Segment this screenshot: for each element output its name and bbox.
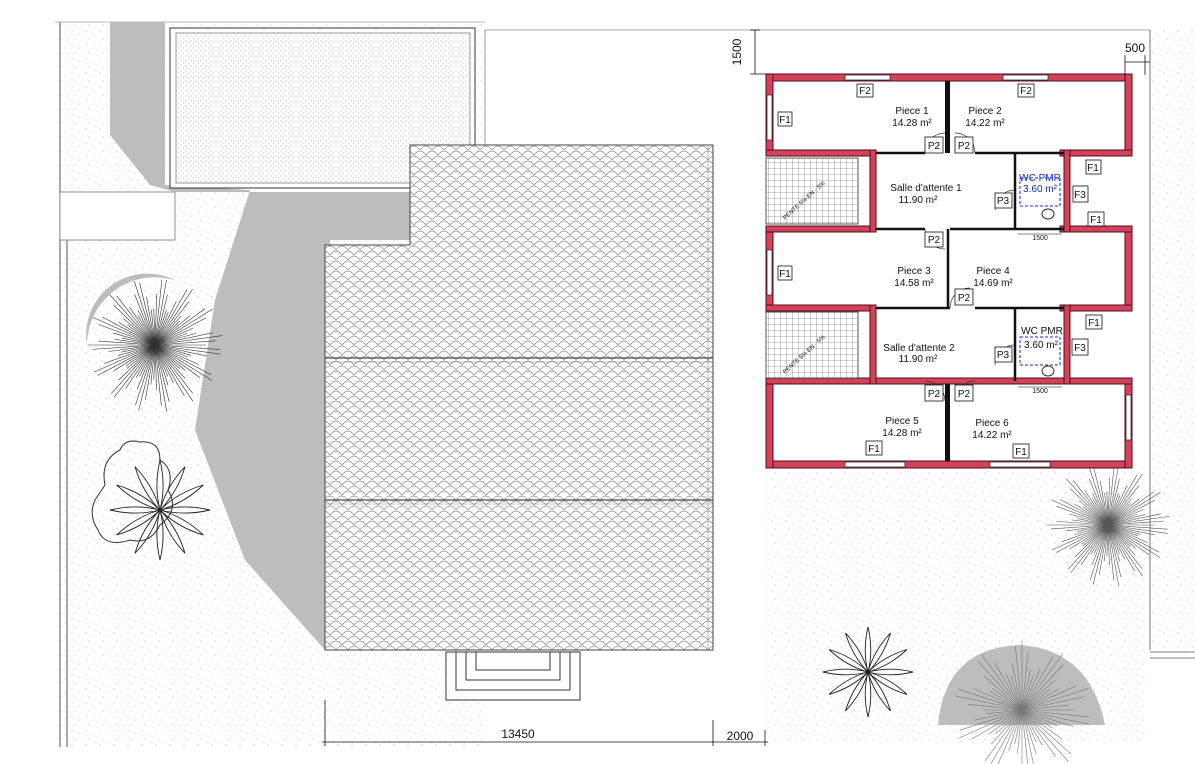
wc1-area: 3.60 m² — [1023, 184, 1058, 195]
tag-p2-f: P2 — [958, 389, 971, 400]
tag-f1-f: F1 — [868, 444, 880, 455]
divider-top — [945, 81, 950, 153]
dimension-lines — [322, 29, 1150, 746]
wc2-toilet — [1041, 365, 1055, 377]
tag-p2-e: P2 — [928, 389, 941, 400]
tree-left-large — [86, 273, 223, 412]
right-garden — [484, 29, 1195, 743]
tag-f1-e: F1 — [1088, 318, 1100, 329]
salle1-name: Salle d'attente 1 — [890, 183, 962, 194]
tag-p2-c: P2 — [928, 235, 941, 246]
palm-right — [822, 626, 914, 718]
piece5-area: 14.28 m² — [882, 428, 922, 439]
tree-shadow — [86, 273, 176, 345]
tag-p3-a: P3 — [997, 196, 1010, 207]
tag-boxes — [777, 83, 1105, 459]
tree-right-bottom — [955, 640, 1090, 764]
palm-left — [109, 459, 211, 561]
tag-f2-a: F2 — [859, 86, 871, 97]
piece6-name: Piece 6 — [975, 418, 1009, 429]
dim-wc-2: 1500 — [1032, 388, 1048, 395]
interior-walls — [876, 151, 1064, 381]
salle2-name: Salle d'attente 2 — [883, 343, 955, 354]
salle2-area: 11.90 m² — [899, 354, 938, 365]
roof — [324, 144, 714, 651]
tag-p2-a: P2 — [928, 141, 941, 152]
wc2-zone — [1019, 336, 1061, 366]
dim-1500-top: 1500 — [730, 38, 744, 65]
piece1-area: 14.28 m² — [892, 118, 932, 129]
ramp-2 — [765, 311, 859, 379]
windows — [766, 74, 1132, 468]
piece3-area: 14.58 m² — [894, 278, 934, 289]
floor-plan: PENTE 5% EN - 5% PENTE 5% EN - 5% Piece … — [765, 73, 1133, 469]
wc2-area: 3.60 m² — [1024, 340, 1059, 351]
wc2-name: WC PMR — [1021, 326, 1063, 337]
tag-f3-b: F3 — [1074, 343, 1086, 354]
piece1-name: Piece 1 — [895, 106, 929, 117]
piece3-name: Piece 3 — [897, 266, 931, 277]
tag-f3-a: F3 — [1074, 190, 1086, 201]
tag-p3-b: P3 — [997, 350, 1010, 361]
tag-f1-g: F1 — [1015, 447, 1027, 458]
wc1-toilet — [1041, 208, 1055, 220]
tag-f1-d: F1 — [779, 269, 791, 280]
dim-13450: 13450 — [501, 727, 535, 741]
tag-f1-b: F1 — [1087, 163, 1099, 174]
tag-f2-b: F2 — [1020, 86, 1032, 97]
piece6-area: 14.22 m² — [972, 430, 1012, 441]
tag-p2-b: P2 — [958, 141, 971, 152]
piece2-name: Piece 2 — [968, 106, 1002, 117]
wc1-name: WC PMR — [1019, 173, 1061, 184]
tag-f1-c: F1 — [1090, 215, 1102, 226]
dim-2000: 2000 — [727, 729, 754, 743]
ramp-1 — [765, 157, 859, 225]
wc1-zone — [1019, 177, 1061, 207]
salle1-area: 11.90 m² — [899, 195, 938, 206]
entrance-steps — [445, 651, 581, 701]
divider-bottom — [945, 384, 950, 461]
dim-wc-1: 1500 — [1032, 235, 1048, 242]
building-shadow — [110, 22, 410, 650]
piece4-name: Piece 4 — [976, 266, 1010, 277]
piece5-name: Piece 5 — [885, 416, 919, 427]
tag-f1-a: F1 — [779, 115, 791, 126]
dim-500: 500 — [1125, 41, 1145, 55]
piece2-area: 14.22 m² — [965, 118, 1005, 129]
tree-right-large — [1046, 465, 1170, 587]
piece4-area: 14.69 m² — [973, 278, 1013, 289]
tag-p2-d: P2 — [958, 293, 971, 304]
